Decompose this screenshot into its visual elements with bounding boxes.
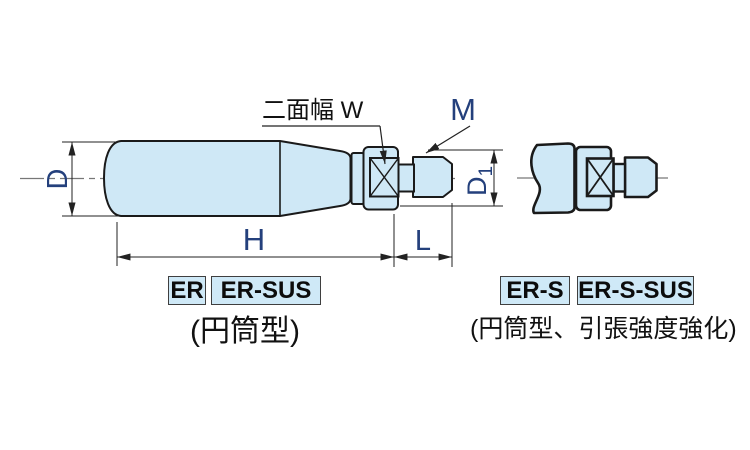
partial-grip-break bbox=[530, 142, 576, 215]
dimension-d-label: D bbox=[42, 169, 74, 190]
dimension-d1-label: D1 bbox=[462, 166, 497, 196]
partial-stud-neck bbox=[612, 162, 627, 193]
main-grip-body bbox=[103, 140, 352, 217]
type-badge-er-s-sus: ER-S-SUS bbox=[577, 276, 694, 305]
d1-subscript: 1 bbox=[476, 166, 497, 177]
main-flats-section bbox=[369, 157, 400, 198]
thread-leader-line bbox=[425, 125, 471, 154]
left-variant-caption: (円筒型) bbox=[190, 315, 300, 348]
dimension-l-label: L bbox=[415, 225, 431, 257]
main-stud-neck bbox=[397, 163, 415, 193]
dimension-h-l bbox=[116, 203, 453, 267]
right-variant-caption: (円筒型、引張強度強化) bbox=[470, 315, 737, 343]
thread-label: M bbox=[450, 92, 476, 127]
dimension-d bbox=[62, 141, 119, 217]
main-threaded-stud bbox=[412, 156, 453, 198]
flats-leader-line bbox=[379, 125, 387, 165]
main-grip-neck bbox=[350, 152, 365, 205]
type-badge-er: ER bbox=[168, 276, 206, 305]
d1-letter: D bbox=[462, 177, 492, 197]
type-badge-er-s: ER-S bbox=[500, 276, 570, 305]
width-across-flats-label: 二面幅 W bbox=[262, 97, 364, 124]
partial-threaded-stud bbox=[623, 156, 658, 199]
flats-cross-mark bbox=[586, 157, 615, 197]
flats-cross-mark bbox=[369, 157, 400, 197]
dimension-h-label: H bbox=[243, 222, 265, 257]
partial-flats-section bbox=[585, 157, 615, 198]
type-badge-er-sus: ER-SUS bbox=[211, 276, 321, 305]
